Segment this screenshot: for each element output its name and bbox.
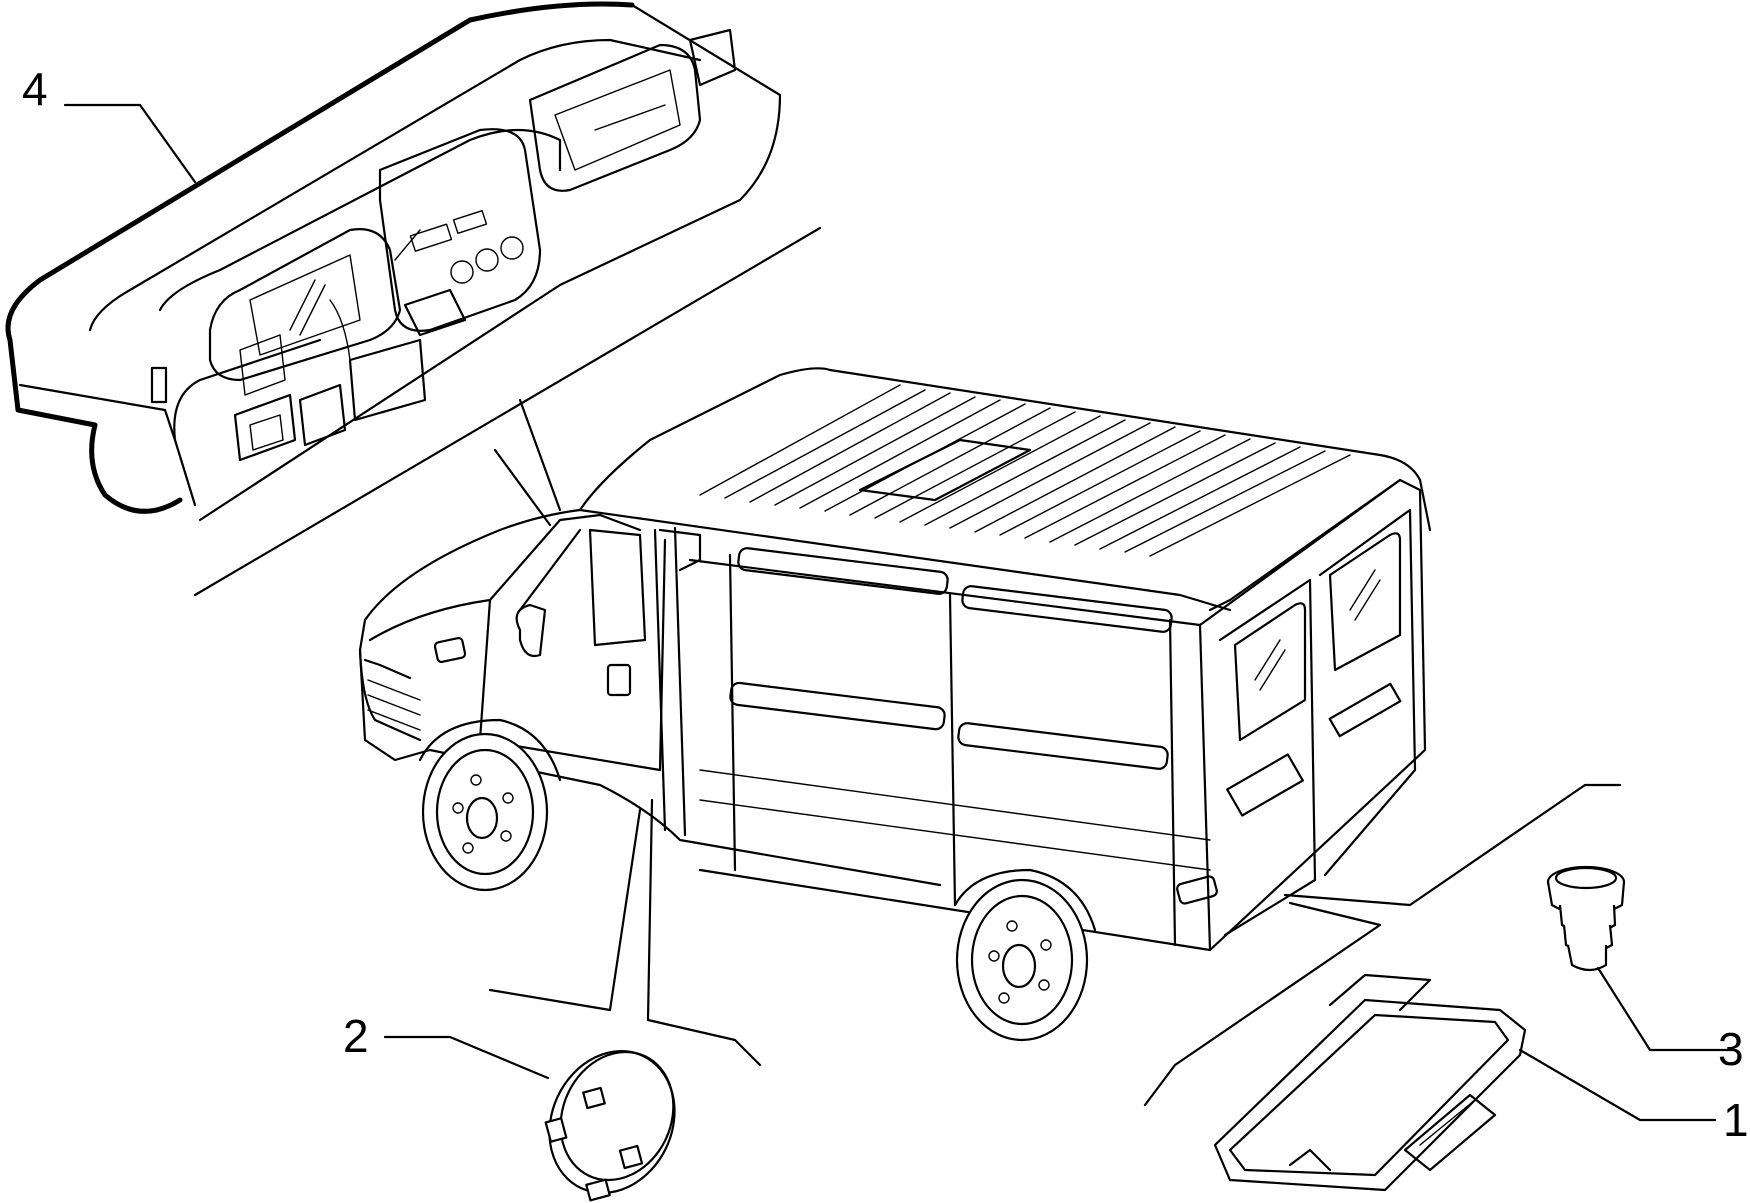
leader-callout-2 [383,1035,550,1080]
leader-callout-4-d [138,103,197,184]
leader-dash-b [518,398,562,512]
inset-ground-line [193,226,822,597]
leader-callout-1 [1518,1048,1717,1122]
van-body [358,367,1432,1042]
push-rivet-part[interactable] [1546,865,1626,972]
cover-plate-part[interactable] [1213,973,1527,1192]
callout-2: 2 [343,1010,369,1062]
leader-dash-a [493,448,552,527]
leader-rear-upper [1283,783,1622,907]
dashboard-part[interactable] [5,1,782,522]
leader-pillar-left [488,808,642,1012]
leader-rear-lower [1143,901,1382,1107]
callout-3: 3 [1718,1023,1744,1075]
callout-1: 1 [1723,1094,1749,1146]
leader-callout-3 [1596,966,1737,1052]
callout-4: 4 [22,63,48,115]
round-cap-part[interactable] [527,1030,697,1203]
leader-pillar-right [646,798,762,1067]
